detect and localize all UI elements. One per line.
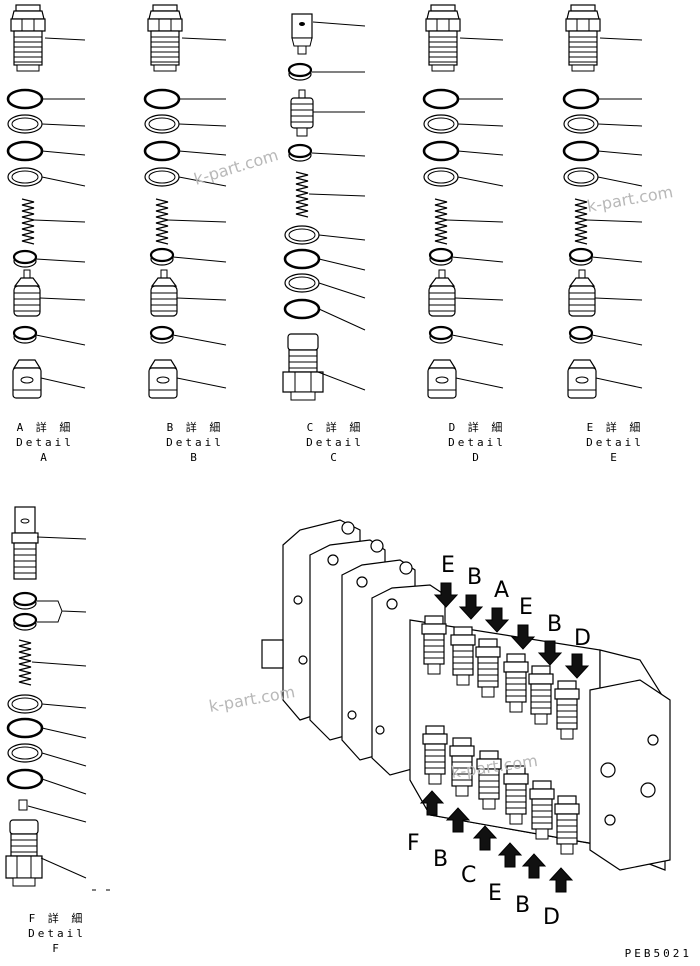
bottom-letter: B bbox=[515, 893, 530, 918]
top-arrow-letters: E B A E B D bbox=[441, 553, 591, 651]
top-letter: D bbox=[574, 626, 591, 651]
caption-detail-a: A 詳 細 Detail A bbox=[10, 420, 80, 465]
caption-en: Detail E bbox=[586, 436, 644, 464]
caption-en: Detail D bbox=[448, 436, 506, 464]
top-letter: B bbox=[467, 565, 482, 590]
caption-jp: A 詳 細 bbox=[16, 421, 74, 434]
caption-jp: F 詳 細 bbox=[28, 912, 86, 925]
drawing-code: PEB5021 bbox=[624, 947, 692, 960]
caption-jp: B 詳 細 bbox=[166, 421, 224, 434]
watermark-text: k-part.com bbox=[585, 182, 674, 216]
caption-jp: C 詳 細 bbox=[306, 421, 364, 434]
caption-en: Detail A bbox=[16, 436, 74, 464]
detail-e-parts bbox=[562, 4, 643, 399]
watermark-text: k-part.com bbox=[207, 682, 296, 716]
top-letter: E bbox=[519, 595, 533, 620]
bottom-letter: E bbox=[488, 881, 502, 906]
caption-jp: D 詳 細 bbox=[448, 421, 506, 434]
caption-detail-f: F 詳 細 Detail F bbox=[20, 911, 94, 956]
caption-detail-d: D 詳 細 Detail D bbox=[440, 420, 514, 465]
detail-c-parts bbox=[282, 13, 366, 401]
caption-en: Detail C bbox=[306, 436, 364, 464]
bottom-letter: F bbox=[407, 831, 420, 856]
detail-d-parts bbox=[422, 4, 504, 399]
caption-jp: E 詳 細 bbox=[586, 421, 644, 434]
top-letter: B bbox=[547, 612, 562, 637]
caption-detail-b: B 詳 細 Detail B bbox=[160, 420, 230, 465]
bottom-arrow-letters: F B C E B D bbox=[407, 831, 560, 930]
detail-f-parts bbox=[5, 506, 110, 891]
caption-en: Detail F bbox=[28, 927, 86, 955]
caption-detail-c: C 詳 細 Detail C bbox=[298, 420, 372, 465]
detail-a-parts bbox=[6, 4, 86, 399]
caption-en: Detail B bbox=[166, 436, 224, 464]
bottom-letter: C bbox=[461, 863, 476, 888]
watermark-text: k-part.com bbox=[192, 145, 281, 189]
top-letter: A bbox=[494, 578, 509, 603]
caption-detail-e: E 詳 細 Detail E bbox=[578, 420, 652, 465]
bottom-letter: D bbox=[543, 905, 560, 930]
bottom-letter: B bbox=[433, 847, 448, 872]
top-letter: E bbox=[441, 553, 455, 578]
detail-b-parts bbox=[143, 4, 227, 399]
